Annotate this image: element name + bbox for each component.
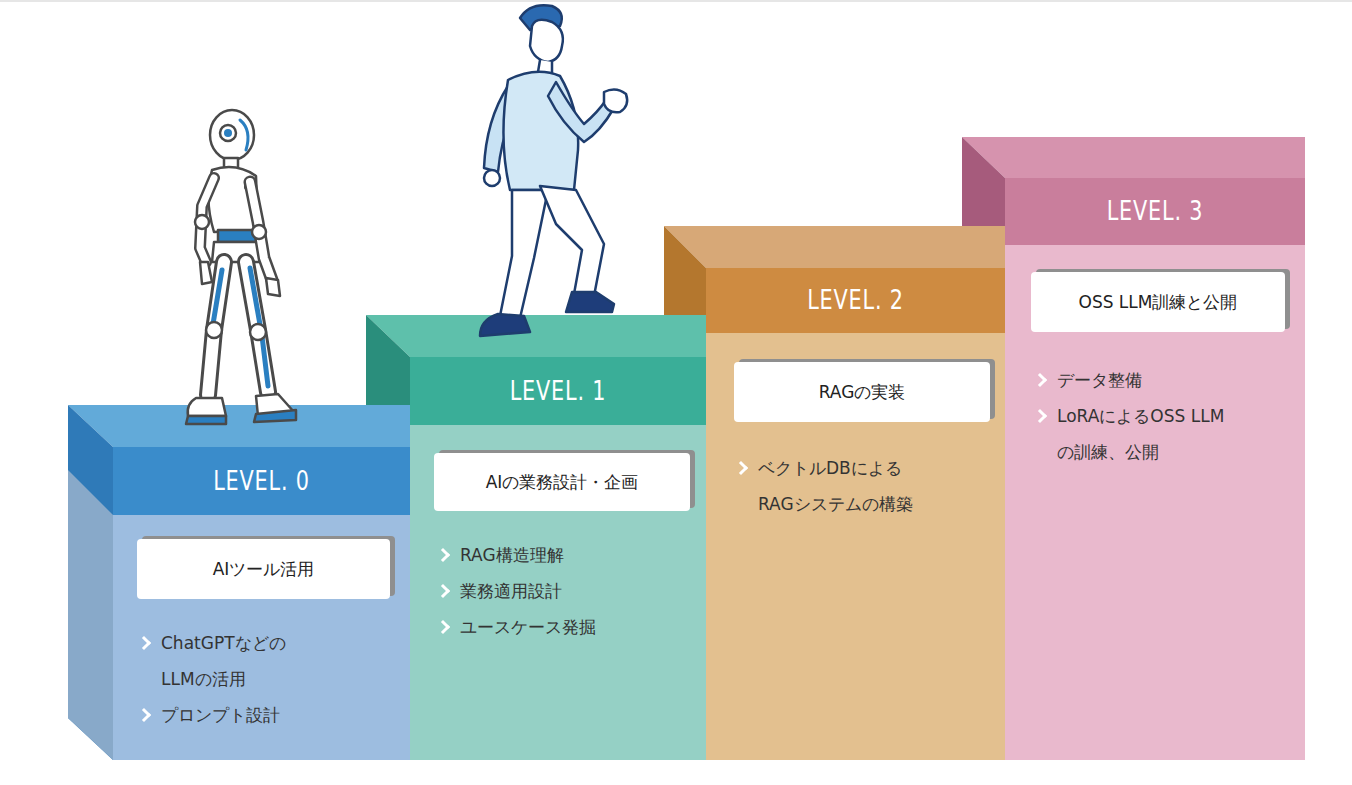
bullet-item: ベクトルDBによる RAGシステムの構築: [736, 450, 988, 522]
title-text: OSS LLM訓練と公開: [1079, 291, 1238, 314]
level-heading: LEVEL. 2: [736, 268, 975, 333]
bullet-text: LoRAによるOSS LLM の訓練、公開: [1057, 398, 1282, 470]
title-box: OSS LLM訓練と公開: [1031, 272, 1285, 332]
title-text: RAGの実装: [819, 381, 906, 404]
bullet-chevron: [436, 584, 450, 598]
title-box: RAGの実装: [734, 362, 990, 422]
step-top: [664, 226, 1005, 268]
bullet-item: 業務適用設計: [438, 573, 562, 609]
level-heading: LEVEL. 0: [143, 447, 381, 515]
title-box: AIツール活用: [137, 539, 390, 599]
bullet-item: データ整備: [1035, 362, 1142, 398]
bullet-text: ChatGPTなどの LLMの活用: [161, 625, 361, 697]
level-step: LEVEL. 2 ベクトルDBによる RAGシステムの構築 RAGの実装: [706, 268, 1005, 760]
title-box: AIの業務設計・企画: [434, 453, 690, 511]
robot-figure: [186, 110, 296, 424]
bullet-chevron: [734, 461, 748, 475]
bullet-text: ベクトルDBによる RAGシステムの構築: [758, 450, 988, 522]
level-step: LEVEL. 0 ChatGPTなどの LLMの活用プロンプト設計 AIツール活用: [113, 447, 410, 760]
level-heading: LEVEL. 1: [440, 357, 677, 425]
step-top: [366, 315, 706, 357]
bullet-chevron: [436, 620, 450, 634]
bullet-text: データ整備: [1057, 362, 1142, 398]
step-side: [68, 405, 113, 760]
title-text: AIツール活用: [213, 558, 315, 581]
step-top: [962, 137, 1305, 178]
bullet-item: ChatGPTなどの LLMの活用: [139, 625, 361, 697]
bullet-item: ユースケース発掘: [438, 609, 596, 645]
top-rule: [0, 0, 1352, 2]
bullet-chevron: [137, 708, 151, 722]
bullet-text: RAG構造理解: [460, 537, 564, 573]
bullet-chevron: [1033, 409, 1047, 423]
level-step: LEVEL. 1 RAG構造理解業務適用設計ユースケース発掘 AIの業務設計・企画: [410, 357, 706, 760]
level-step: LEVEL. 3 データ整備LoRAによるOSS LLM の訓練、公開 OSS LL…: [1005, 178, 1305, 760]
bullet-chevron: [1033, 373, 1047, 387]
person-figure: [480, 5, 627, 336]
bullet-text: プロンプト設計: [161, 697, 280, 733]
bullet-chevron: [137, 636, 151, 650]
bullet-text: ユースケース発掘: [460, 609, 596, 645]
bullet-text: 業務適用設計: [460, 573, 562, 609]
bullet-item: LoRAによるOSS LLM の訓練、公開: [1035, 398, 1282, 470]
level-heading: LEVEL. 3: [1035, 178, 1275, 245]
step-side-lower: [68, 470, 113, 760]
bullet-item: プロンプト設計: [139, 697, 280, 733]
bullet-item: RAG構造理解: [438, 537, 564, 573]
step-top: [68, 405, 410, 447]
title-text: AIの業務設計・企画: [486, 471, 639, 494]
bullet-chevron: [436, 548, 450, 562]
